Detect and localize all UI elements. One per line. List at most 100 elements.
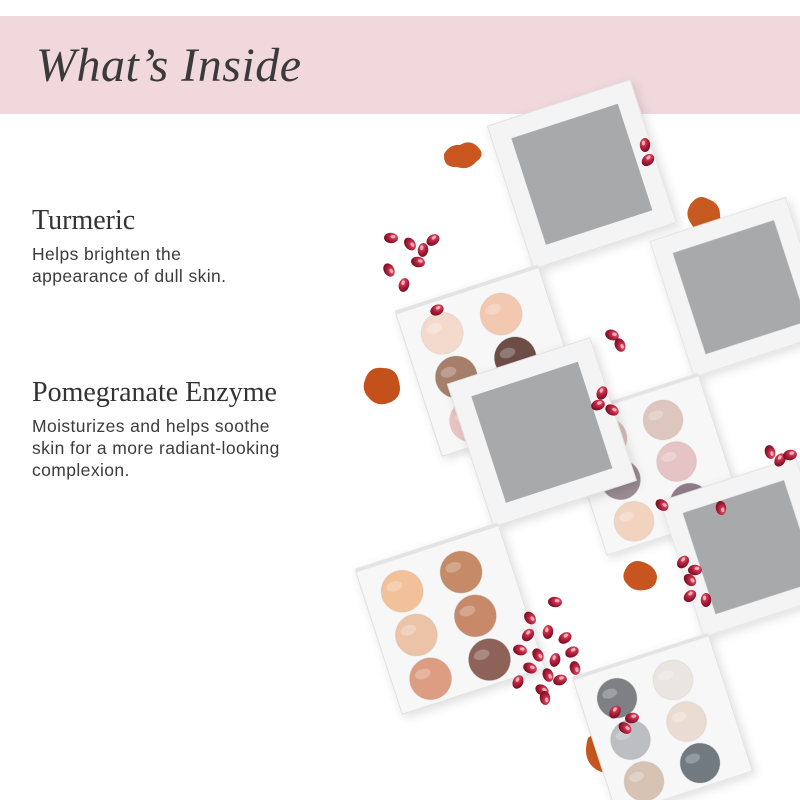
pomegranate-seed — [521, 628, 535, 642]
pomegranate-seed — [618, 722, 632, 734]
eyeshadow-shine — [602, 688, 617, 699]
pomegranate-seed-highlight — [681, 557, 686, 562]
eyeshadow-shine — [619, 511, 634, 522]
ingredient-pomegranate-enzyme: Pomegranate Enzyme Moisturizes and helps… — [32, 377, 362, 481]
pomegranate-seed — [542, 625, 554, 639]
eyeshadow-shine — [671, 711, 687, 723]
pomegranate-seed — [523, 662, 537, 674]
eyeshadow-pan — [613, 500, 655, 542]
pomegranate-seed-highlight — [554, 599, 560, 603]
pomegranate-seed — [404, 237, 416, 251]
pomegranate-seed-highlight — [545, 627, 549, 633]
pomegranate-seed-highlight — [770, 451, 774, 456]
eyeshadow-shine — [414, 668, 431, 680]
pomegranate-seed — [417, 243, 429, 257]
eyeshadow-shine — [629, 771, 644, 782]
eyeshadow-shine — [400, 624, 417, 636]
ingredient-description: Moisturizes and helps soothe skin for a … — [32, 416, 280, 480]
pomegranate-seed-highlight — [702, 595, 707, 601]
eyeshadow-shine — [473, 649, 490, 661]
eyeshadow-pan — [380, 569, 424, 613]
pomegranate-seed — [558, 632, 572, 644]
pomegranate-seed — [764, 445, 776, 459]
pomegranate-seeds-group — [383, 138, 797, 734]
eyeshadow-shine — [445, 561, 461, 573]
eyeshadow-pan — [666, 701, 707, 742]
eyeshadow-shine — [386, 581, 403, 592]
ingredient-description: Helps brighten the appearance of dull sk… — [32, 244, 227, 286]
eyeshadow-pan — [394, 613, 438, 657]
pomegranate-seed — [569, 661, 581, 675]
pomegranate-seed-highlight — [526, 630, 531, 635]
eyeshadow-pan — [409, 657, 453, 701]
eyeshadow-pan — [623, 760, 665, 800]
pomegranate-seed — [609, 705, 621, 719]
pomegranate-seed-highlight — [646, 155, 651, 160]
pomegranate-seed — [532, 648, 544, 662]
pomegranate-seed-highlight — [599, 388, 604, 393]
pomegranate-seed — [384, 232, 398, 244]
pomegranate-seed-highlight — [688, 591, 693, 596]
eyeshadow-shine — [661, 451, 677, 463]
pomegranate-seed-highlight — [417, 259, 423, 263]
pomegranate-seed-highlight — [631, 714, 637, 718]
pomegranate-seed — [548, 596, 562, 608]
pomegranate-seed-highlight — [620, 343, 624, 349]
pomegranate-seed — [565, 646, 579, 658]
palette-hinge — [572, 632, 709, 681]
pomegranate-seed-highlight — [530, 665, 535, 670]
eyeshadow-pan — [679, 742, 721, 784]
pomegranate-seed-highlight — [612, 407, 617, 412]
pomegranate-seed-highlight — [563, 633, 569, 638]
pomegranate-seed — [553, 674, 567, 686]
pomegranate-seed-highlight — [694, 566, 700, 571]
pomegranate-seed-highlight — [548, 673, 552, 679]
pomegranate-seed — [774, 453, 786, 467]
pomegranate-seed — [655, 499, 669, 511]
turmeric-powder-pile — [623, 561, 657, 591]
pomegranate-seed-highlight — [789, 451, 795, 455]
pomegranate-seed-highlight — [401, 280, 405, 286]
pomegranate-seed — [524, 611, 536, 625]
pomegranate-seed — [641, 153, 655, 167]
turmeric-powder-pile — [443, 142, 482, 169]
pomegranate-seed-highlight — [545, 697, 549, 703]
eyeshadow-pan — [439, 550, 483, 594]
pomegranate-seed — [676, 555, 690, 569]
pomegranate-seed — [605, 329, 619, 341]
pomegranate-seed-highlight — [690, 578, 695, 583]
eyeshadow-shine — [658, 670, 673, 681]
ingredient-name: Turmeric — [32, 205, 136, 236]
eyeshadow-shine — [426, 323, 443, 334]
pomegranate-seed — [512, 675, 524, 689]
turmeric-powder-pile — [363, 367, 400, 405]
pomegranate-seed — [596, 386, 608, 400]
pomegranate-seed-highlight — [777, 455, 782, 460]
eyeshadow-pan — [479, 292, 523, 336]
eyeshadow-shine — [499, 347, 516, 359]
pomegranate-seed-highlight — [519, 647, 525, 651]
pomegranate-seed-highlight — [612, 332, 617, 336]
pomegranate-seed — [605, 404, 619, 416]
palette-mirror — [672, 220, 800, 355]
eyeshadow-shine — [440, 366, 457, 378]
pomegranate-seed-highlight — [625, 726, 630, 730]
pomegranate-seed-highlight — [552, 655, 556, 660]
pomegranate-seed-highlight — [559, 676, 564, 680]
pomegranate-seed-highlight — [435, 305, 441, 310]
eyeshadow-pan — [468, 638, 512, 682]
eyeshadow-shine — [648, 410, 663, 421]
pomegranate-seed — [383, 263, 395, 277]
pomegranate-seed — [683, 589, 697, 603]
pomegranate-seed-highlight — [597, 401, 602, 405]
header-banner: What’s Inside — [0, 16, 800, 114]
pomegranate-seed-highlight — [612, 707, 617, 712]
palette-mirror — [682, 480, 800, 615]
palette-mirror — [511, 103, 653, 245]
eyeshadow-pan — [453, 594, 497, 638]
pomegranate-seed-highlight — [390, 235, 396, 239]
palette-mirror — [471, 361, 613, 503]
eyeshadow-pan — [656, 441, 697, 482]
pomegranate-seed-highlight — [530, 616, 535, 621]
